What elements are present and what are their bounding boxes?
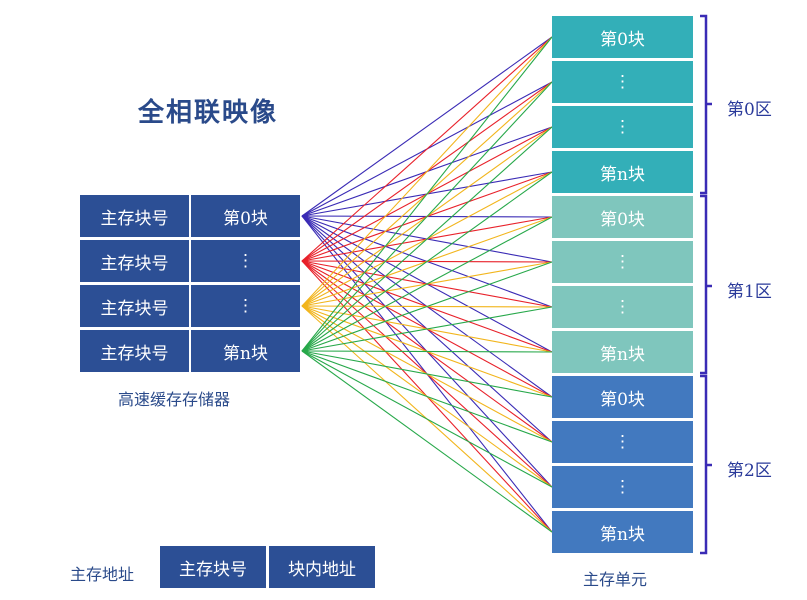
address-field-block-number: 主存块号: [160, 546, 266, 588]
memory-caption: 主存单元: [583, 570, 648, 589]
region-1-bracket: [700, 194, 712, 375]
cache-row-2-block: ⋮: [191, 285, 300, 327]
region-0-block-1: ⋮: [552, 61, 693, 103]
mapping-line-row3-block4: [301, 216, 553, 352]
address-field-offset: 块内地址: [269, 546, 375, 588]
mapping-line-row3-block6: [301, 306, 553, 352]
mapping-line-row2-block0: [301, 36, 553, 307]
region-0-block-3: 第n块: [552, 151, 693, 193]
diagram-title: 全相联映像: [138, 98, 279, 128]
mapping-line-row3-block3: [301, 171, 553, 352]
region-1-block-0: 第0块: [552, 196, 693, 238]
cache-row-0-block: 第0块: [191, 195, 300, 237]
cache-row-3-block: 第n块: [191, 330, 300, 372]
mapping-line-row3-block7: [301, 350, 553, 353]
cache-row-3-block-number: 主存块号: [80, 330, 189, 372]
cache-row-1-block-number: 主存块号: [80, 240, 189, 282]
region-2-block-0: 第0块: [552, 376, 693, 418]
region-1-block-3: 第n块: [552, 331, 693, 373]
region-2-bracket: [700, 374, 712, 555]
region-1-block-2: ⋮: [552, 286, 693, 328]
region-2-block-2: ⋮: [552, 466, 693, 508]
mapping-line-row3-block11: [301, 350, 553, 533]
region-0-label: 第0区: [727, 100, 772, 120]
mapping-line-row1-block0: [301, 36, 553, 262]
mapping-line-row3-block9: [301, 350, 553, 443]
mapping-line-row3-block0: [301, 36, 553, 352]
cache-caption: 高速缓存存储器: [118, 390, 231, 409]
region-2-block-1: ⋮: [552, 421, 693, 463]
region-0-bracket: [700, 14, 712, 195]
mapping-line-row3-block10: [301, 350, 553, 488]
region-brackets: [700, 14, 712, 555]
mapping-line-row3-block8: [301, 350, 553, 398]
region-0-block-2: ⋮: [552, 106, 693, 148]
mapping-line-row3-block5: [301, 261, 553, 352]
region-2-label: 第2区: [727, 461, 772, 481]
cache-row-1-block: ⋮: [191, 240, 300, 282]
region-0-block-0: 第0块: [552, 16, 693, 58]
region-1-label: 第1区: [727, 282, 772, 302]
address-label: 主存地址: [70, 565, 135, 584]
mapping-line-row0-block0: [301, 36, 553, 217]
region-1-block-1: ⋮: [552, 241, 693, 283]
region-2-block-3: 第n块: [552, 511, 693, 553]
cache-row-0-block-number: 主存块号: [80, 195, 189, 237]
cache-row-2-block-number: 主存块号: [80, 285, 189, 327]
mapping-line-row3-block2: [301, 126, 553, 352]
mapping-line-row3-block1: [301, 81, 553, 352]
